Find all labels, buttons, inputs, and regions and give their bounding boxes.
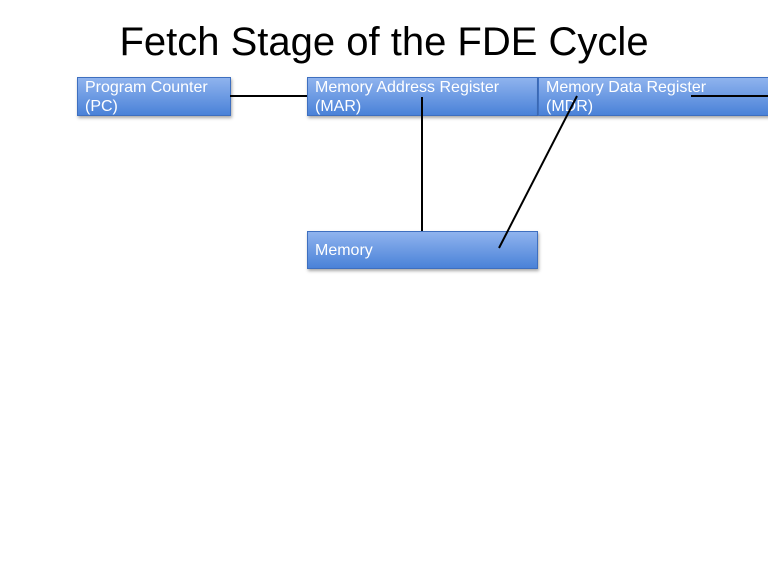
mdr-label: Memory Data Register	[546, 79, 707, 96]
mar-abbrev: (MAR)	[315, 98, 362, 115]
pc-label: Program Counter	[85, 79, 208, 96]
mdr-abbrev: (MDR)	[546, 98, 594, 115]
mar-label: Memory Address Register	[315, 79, 500, 96]
connector-mdr-memory	[498, 95, 578, 249]
memory-box: Memory	[307, 231, 538, 269]
program-counter-box: Program Counter (PC)	[77, 77, 231, 116]
slide-title: Fetch Stage of the FDE Cycle	[119, 20, 649, 64]
memory-label: Memory	[315, 241, 373, 259]
pc-abbrev: (PC)	[85, 98, 118, 115]
